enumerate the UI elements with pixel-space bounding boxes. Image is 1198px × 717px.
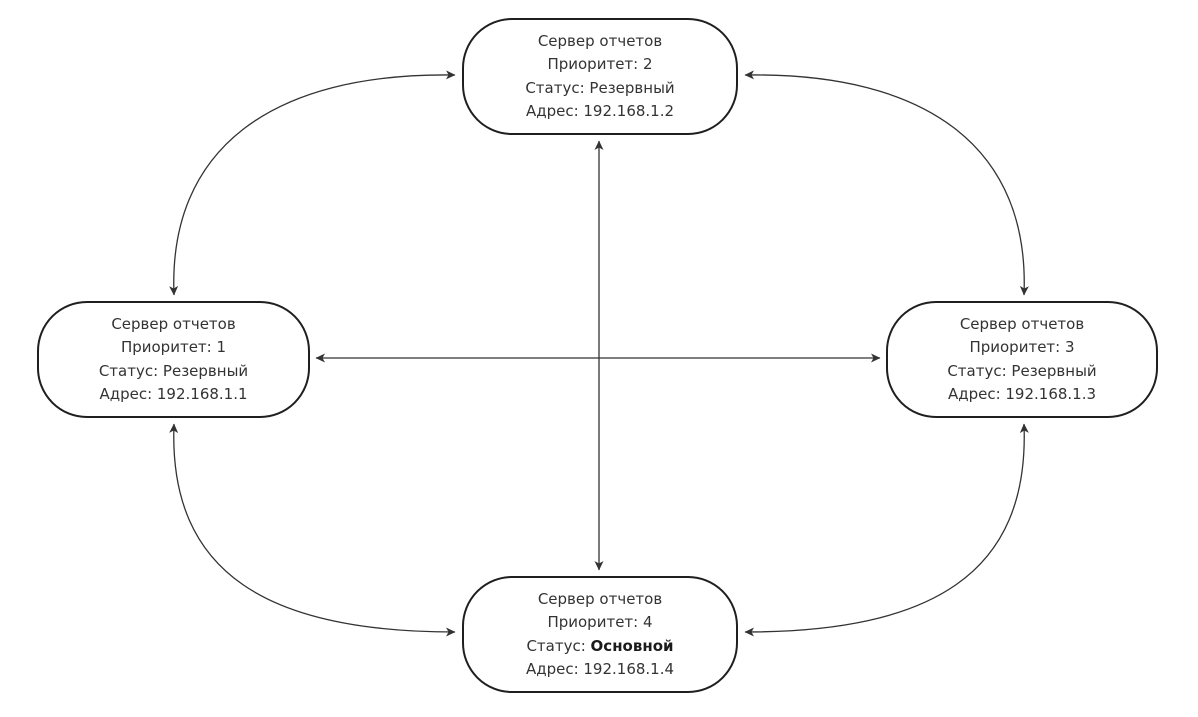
- server-status-value: Основной: [590, 636, 674, 655]
- server-status-label: Статус:: [525, 78, 590, 97]
- server-title: Сервер отчетов: [111, 314, 236, 333]
- server-address: Адрес: 192.168.1.1: [99, 385, 248, 403]
- server-priority: Приоритет: 1: [120, 338, 227, 356]
- connector-top-left: [169, 70, 456, 296]
- server-status-label: Статус:: [947, 361, 1012, 380]
- server-address: Адрес: 192.168.1.2: [525, 102, 675, 120]
- server-address: Адрес: 192.168.1.4: [525, 660, 675, 678]
- server-node-priority-4: Сервер отчетов Приоритет: 4 Статус: Осно…: [462, 576, 738, 693]
- server-title: Сервер отчетов: [959, 314, 1085, 333]
- server-priority: Приоритет: 2: [547, 55, 653, 73]
- server-status-label: Статус:: [526, 636, 591, 655]
- server-status: Статус: Резервный: [947, 360, 1096, 384]
- server-status: Статус: Резервный: [525, 77, 674, 101]
- connector-left-bottom: [169, 423, 456, 637]
- connector-right-bottom: [744, 423, 1029, 637]
- connector-top-right: [744, 70, 1029, 296]
- server-title: Сервер отчетов: [537, 589, 663, 608]
- server-node-priority-1: Сервер отчетов Приоритет: 1 Статус: Резе…: [37, 301, 310, 418]
- server-status-value: Резервный: [589, 78, 675, 97]
- server-status-value: Резервный: [1011, 361, 1097, 380]
- server-title: Сервер отчетов: [537, 31, 663, 50]
- server-address: Адрес: 192.168.1.3: [947, 385, 1097, 403]
- server-status-label: Статус:: [98, 361, 163, 380]
- server-status-value: Резервный: [162, 361, 249, 380]
- server-node-priority-2: Сервер отчетов Приоритет: 2 Статус: Резе…: [462, 18, 738, 135]
- server-status: Статус: Резервный: [99, 360, 248, 384]
- server-priority: Приоритет: 3: [969, 338, 1075, 356]
- server-priority: Приоритет: 4: [547, 613, 653, 631]
- server-node-priority-3: Сервер отчетов Приоритет: 3 Статус: Резе…: [886, 301, 1158, 418]
- server-status: Статус: Основной: [526, 635, 673, 659]
